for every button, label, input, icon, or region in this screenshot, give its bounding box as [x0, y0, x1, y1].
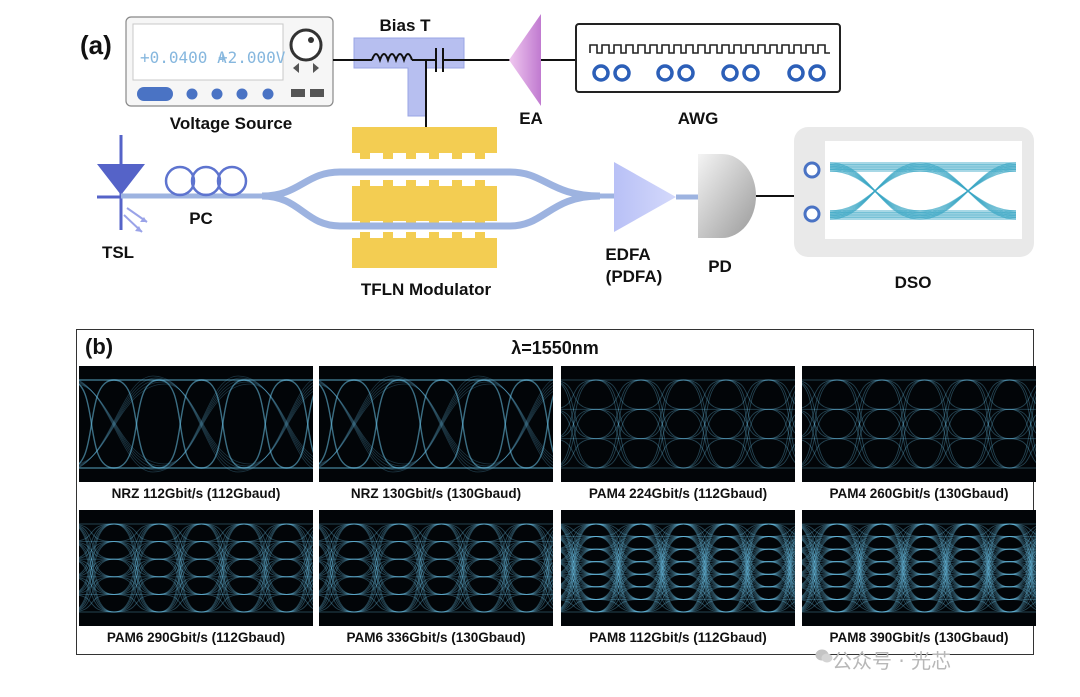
voltage-readout: +2.000V	[218, 48, 286, 67]
awg-port-icon	[592, 64, 610, 82]
eye-diagram-caption: PAM8 390Gbit/s (130Gbaud)	[829, 630, 1009, 645]
eye-trace-plot	[319, 366, 553, 482]
dso-oscilloscope	[794, 127, 1034, 257]
awg-label: AWG	[678, 109, 719, 128]
dso-label: DSO	[895, 273, 932, 292]
ea-amplifier-icon	[509, 14, 541, 106]
ea-label: EA	[519, 109, 543, 128]
watermark: 公众号 · 光芯	[832, 649, 952, 673]
source-knob	[186, 88, 198, 100]
eye-diagram-5: PAM6 290Gbit/s (112Gbaud)	[79, 510, 313, 645]
awg-port-icon	[613, 64, 631, 82]
setup-diagram: (a) +0.0400 A +2.000V Voltage Source Bia…	[80, 14, 1034, 299]
awg-port-icon	[656, 64, 674, 82]
electrode-bottom	[352, 238, 497, 268]
waveguide-lower-arm	[261, 192, 601, 230]
eye-trace-plot	[79, 510, 313, 626]
current-readout: +0.0400 A	[140, 48, 227, 67]
eye-diagram-3: PAM4 224Gbit/s (112Gbaud)	[561, 366, 795, 501]
voltage-source: +0.0400 A +2.000V	[125, 16, 334, 107]
eye-diagram-caption: NRZ 112Gbit/s (112Gbaud)	[111, 486, 281, 501]
waveguide-upper-arm	[261, 168, 601, 200]
polarization-controller-icon	[164, 165, 248, 197]
dial-icon	[289, 28, 323, 62]
awg-port-icon	[808, 64, 826, 82]
electrode-middle	[352, 186, 497, 221]
eye-diagram-8: PAM8 390Gbit/s (130Gbaud)	[802, 510, 1036, 645]
eye-trace-plot	[561, 510, 795, 626]
pdfa-label: (PDFA)	[606, 267, 663, 286]
electrode-top	[352, 127, 497, 153]
eye-diagram-6: PAM6 336Gbit/s (130Gbaud)	[319, 510, 553, 645]
arrow-right-icon	[313, 63, 319, 73]
eye-diagram-caption: PAM8 112Gbit/s (112Gbaud)	[589, 630, 767, 645]
pd-label: PD	[708, 257, 732, 276]
eye-diagram-1: NRZ 112Gbit/s (112Gbaud)	[79, 366, 313, 501]
panel-b-title: λ=1550nm	[511, 338, 599, 358]
eye-trace-plot	[319, 510, 553, 626]
pc-label: PC	[189, 209, 213, 228]
modulator-label: TFLN Modulator	[361, 280, 492, 299]
panel-b-letter: (b)	[85, 334, 114, 359]
bias-t-label: Bias T	[379, 16, 431, 35]
eye-trace-plot	[561, 366, 795, 482]
tsl-label: TSL	[102, 243, 134, 262]
edfa-amplifier-icon	[614, 162, 676, 232]
eye-diagram-caption: PAM6 336Gbit/s (130Gbaud)	[346, 630, 526, 645]
awg-port-icon	[742, 64, 760, 82]
bias-t	[333, 37, 512, 128]
eye-trace-plot	[79, 366, 313, 482]
eye-diagram-panel: (b) λ=1550nm NRZ 112Gbit/s (112Gbaud) NRZ…	[76, 329, 1036, 655]
source-toggle-button	[137, 87, 173, 101]
awg	[575, 23, 841, 93]
source-knob	[236, 88, 248, 100]
tsl-laser-icon	[97, 135, 148, 233]
awg-port-icon	[721, 64, 739, 82]
eye-diagram-caption: PAM6 290Gbit/s (112Gbaud)	[106, 630, 286, 645]
source-knob	[262, 88, 274, 100]
awg-port-icon	[787, 64, 805, 82]
eye-diagram-caption: PAM4 260Gbit/s (130Gbaud)	[829, 486, 1009, 501]
tfln-modulator	[261, 127, 601, 268]
eye-trace-plot	[802, 510, 1036, 626]
photodetector-icon	[698, 154, 756, 238]
panel-a-letter: (a)	[80, 30, 112, 60]
eye-diagram-7: PAM8 112Gbit/s (112Gbaud)	[561, 510, 795, 645]
edfa-label: EDFA	[605, 245, 650, 264]
eye-diagram-caption: PAM4 224Gbit/s (112Gbaud)	[588, 486, 768, 501]
source-knob	[211, 88, 223, 100]
awg-port-icon	[677, 64, 695, 82]
eye-diagram-caption: NRZ 130Gbit/s (130Gbaud)	[350, 486, 522, 501]
wechat-icon	[815, 649, 833, 663]
arrow-left-icon	[293, 63, 299, 73]
voltage-source-label: Voltage Source	[170, 114, 293, 133]
eye-diagram-2: NRZ 130Gbit/s (130Gbaud)	[319, 366, 553, 501]
eye-trace-plot	[802, 366, 1036, 482]
eye-diagram-4: PAM4 260Gbit/s (130Gbaud)	[802, 366, 1036, 501]
